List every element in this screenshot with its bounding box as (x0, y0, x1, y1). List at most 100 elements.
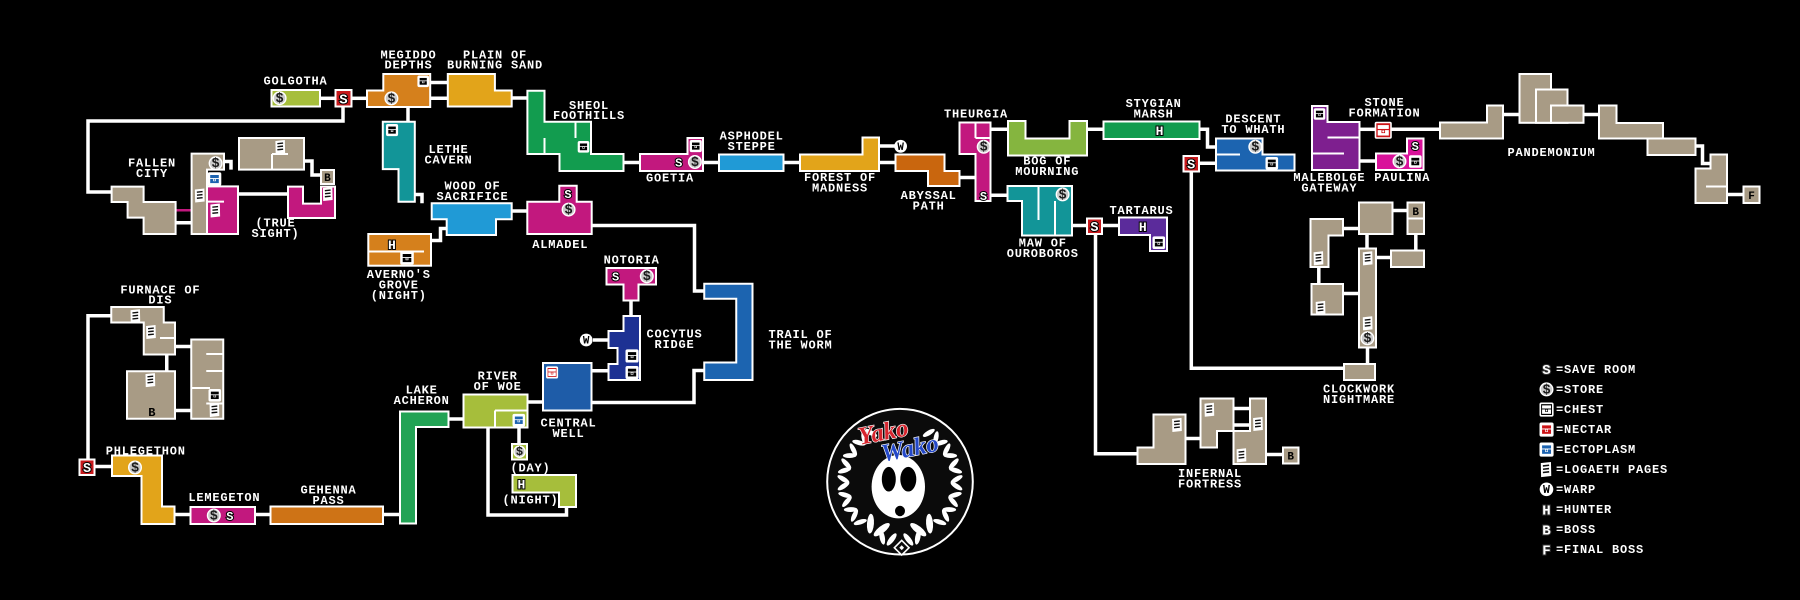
svg-text:SHEOL: SHEOL (569, 99, 609, 113)
svg-text:=BOSS: =BOSS (1556, 523, 1596, 537)
svg-text:S: S (564, 188, 571, 202)
svg-text:NIGHTMARE: NIGHTMARE (1323, 393, 1395, 407)
svg-text:WELL: WELL (552, 427, 584, 441)
svg-text:$: $ (1363, 332, 1371, 347)
svg-text:MADNESS: MADNESS (812, 182, 868, 196)
svg-text:$: $ (210, 509, 218, 524)
svg-text:(NIGHT): (NIGHT) (502, 494, 558, 508)
svg-text:S: S (1090, 221, 1098, 236)
svg-text:LETHE: LETHE (428, 143, 468, 157)
svg-text:=SAVE ROOM: =SAVE ROOM (1556, 363, 1636, 377)
svg-text:$: $ (1395, 155, 1403, 170)
svg-text:$: $ (1251, 141, 1259, 156)
svg-text:BURNING SAND: BURNING SAND (447, 59, 543, 73)
svg-text:PATH: PATH (913, 200, 945, 214)
svg-text:GEHENNA: GEHENNA (300, 484, 356, 498)
svg-text:MARSH: MARSH (1134, 108, 1174, 122)
svg-text:DESCENT: DESCENT (1225, 113, 1281, 127)
svg-text:S: S (612, 270, 619, 284)
svg-text:MEGIDDO: MEGIDDO (380, 49, 436, 63)
svg-text:H: H (1139, 220, 1147, 235)
svg-text:(NIGHT): (NIGHT) (371, 289, 427, 303)
svg-text:RIDGE: RIDGE (654, 338, 694, 352)
svg-text:RIVER: RIVER (478, 370, 518, 384)
svg-text:S: S (980, 190, 987, 204)
svg-text:ASPHODEL: ASPHODEL (720, 130, 784, 144)
svg-text:=STORE: =STORE (1556, 383, 1604, 397)
svg-text:W: W (1543, 484, 1550, 497)
svg-text:$: $ (212, 157, 220, 172)
svg-text:GROVE: GROVE (379, 279, 419, 293)
svg-text:AVERNO'S: AVERNO'S (367, 268, 431, 282)
svg-text:$: $ (691, 156, 699, 171)
svg-text:TRAIL OF: TRAIL OF (769, 328, 833, 342)
svg-text:DEPTHS: DEPTHS (384, 59, 432, 73)
svg-text:CLOCKWORK: CLOCKWORK (1323, 383, 1395, 397)
svg-text:(DAY): (DAY) (510, 462, 550, 476)
svg-text:=LOGAETH PAGES: =LOGAETH PAGES (1556, 463, 1668, 477)
svg-text:=HUNTER: =HUNTER (1556, 503, 1612, 517)
svg-text:H: H (1542, 503, 1550, 519)
svg-text:ALMADEL: ALMADEL (532, 238, 588, 252)
svg-text:$: $ (1059, 188, 1067, 203)
svg-text:ACHERON: ACHERON (394, 394, 450, 408)
svg-text:CENTRAL: CENTRAL (540, 417, 596, 431)
svg-text:F: F (1748, 191, 1755, 203)
svg-text:FOREST OF: FOREST OF (804, 171, 876, 185)
svg-text:S: S (226, 510, 233, 524)
svg-text:(TRUE: (TRUE (255, 217, 295, 231)
svg-text:$: $ (516, 445, 523, 459)
svg-text:S: S (83, 462, 91, 477)
svg-text:PHLEGETHON: PHLEGETHON (106, 445, 186, 459)
svg-text:$: $ (276, 92, 284, 107)
svg-text:B: B (1287, 452, 1294, 464)
svg-text:SACRIFICE: SACRIFICE (436, 190, 508, 204)
svg-text:OUROBOROS: OUROBOROS (1007, 247, 1079, 261)
svg-text:B: B (1412, 207, 1419, 219)
svg-text:GOETIA: GOETIA (646, 172, 694, 186)
svg-text:S: S (1542, 363, 1550, 379)
svg-text:=NECTAR: =NECTAR (1556, 423, 1612, 437)
svg-text:$: $ (1542, 383, 1550, 398)
svg-text:TO WHATH: TO WHATH (1221, 123, 1285, 137)
svg-text:PAULINA: PAULINA (1374, 171, 1430, 185)
svg-text:DIS: DIS (148, 294, 172, 308)
svg-text:TARTARUS: TARTARUS (1109, 204, 1173, 218)
svg-text:MALEBOLGE: MALEBOLGE (1293, 171, 1365, 185)
svg-text:W: W (583, 336, 590, 348)
svg-text:THEURGIA: THEURGIA (944, 108, 1008, 122)
svg-text:H: H (1156, 124, 1164, 139)
svg-text:BOG OF: BOG OF (1023, 155, 1071, 169)
svg-text:$: $ (131, 461, 139, 476)
svg-text:FOOTHILLS: FOOTHILLS (553, 109, 625, 123)
svg-text:FORMATION: FORMATION (1348, 107, 1420, 121)
svg-text:COCYTUS: COCYTUS (646, 328, 702, 342)
svg-text:$: $ (980, 141, 988, 156)
svg-text:B: B (148, 406, 155, 420)
svg-text:NOTORIA: NOTORIA (604, 254, 660, 268)
svg-text:S: S (675, 157, 682, 171)
svg-text:=ECTOPLASM: =ECTOPLASM (1556, 443, 1636, 457)
svg-text:PLAIN OF: PLAIN OF (463, 49, 527, 63)
svg-text:MOURNING: MOURNING (1015, 165, 1079, 179)
svg-text:GOLGOTHA: GOLGOTHA (263, 75, 327, 89)
svg-text:CAVERN: CAVERN (424, 154, 472, 168)
svg-text:THE WORM: THE WORM (769, 339, 833, 353)
svg-text:ABYSSAL: ABYSSAL (901, 189, 957, 203)
svg-text:STEPPE: STEPPE (728, 140, 776, 154)
svg-text:GATEWAY: GATEWAY (1301, 181, 1357, 195)
svg-text:S: S (1187, 159, 1195, 174)
svg-text:FURNACE OF: FURNACE OF (120, 284, 200, 298)
svg-text:$: $ (387, 92, 395, 107)
svg-text:STYGIAN: STYGIAN (1126, 97, 1182, 111)
svg-text:B: B (324, 173, 331, 185)
svg-text:SIGHT): SIGHT) (251, 227, 299, 241)
svg-text:INFERNAL: INFERNAL (1178, 467, 1242, 481)
svg-text:MAW OF: MAW OF (1019, 237, 1067, 251)
svg-text:LAKE: LAKE (406, 384, 438, 398)
svg-text:B: B (1542, 523, 1551, 539)
svg-text:=CHEST: =CHEST (1556, 403, 1604, 417)
svg-text:H: H (388, 238, 396, 253)
svg-text:FORTRESS: FORTRESS (1178, 478, 1242, 492)
svg-text:S: S (339, 92, 347, 108)
